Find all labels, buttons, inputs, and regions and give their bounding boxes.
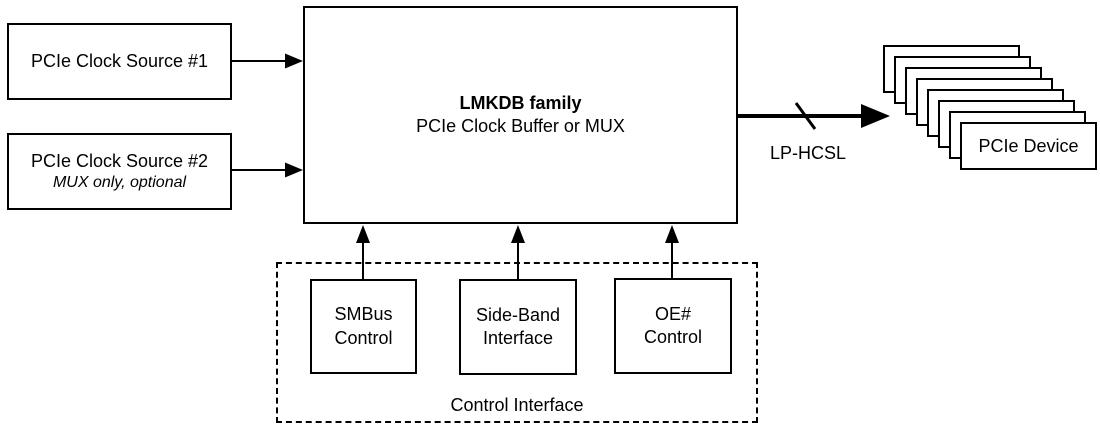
smbus-control-line1: SMBus bbox=[334, 304, 393, 325]
pcie-clock-source-2-label: PCIe Clock Source #2 bbox=[30, 150, 209, 171]
oe-control-line2: Control bbox=[643, 327, 703, 347]
bus-slash bbox=[794, 102, 817, 130]
control-interface-group bbox=[276, 262, 758, 423]
arrow-source2-to-buffer bbox=[231, 162, 303, 178]
pcie-clock-source-2-note: MUX only, optional bbox=[52, 173, 187, 191]
sideband-interface-line2: Interface bbox=[482, 328, 554, 348]
lp-hcsl-label: LP-HCSL bbox=[769, 143, 847, 163]
pcie-device-stack: PCIe Device bbox=[883, 45, 1100, 173]
oe-control-line1: OE# bbox=[654, 303, 692, 324]
arrow-source1-to-buffer bbox=[231, 53, 303, 69]
pcie-clock-source-1-box: PCIe Clock Source #1 bbox=[7, 23, 232, 100]
smbus-control-box: SMBus Control bbox=[310, 279, 417, 374]
smbus-control-line2: Control bbox=[334, 327, 393, 348]
pcie-clock-source-1-label: PCIe Clock Source #1 bbox=[30, 50, 209, 71]
lmkdb-title: LMKDB family bbox=[459, 92, 582, 113]
control-interface-label: Control Interface bbox=[450, 395, 584, 415]
sideband-interface-line1: Side-Band bbox=[475, 304, 561, 325]
pcie-device-box: PCIe Device bbox=[960, 122, 1097, 170]
oe-control-box: OE# Control bbox=[614, 278, 732, 374]
pcie-clock-source-2-box: PCIe Clock Source #2 MUX only, optional bbox=[7, 133, 232, 210]
lmkdb-subtitle: PCIe Clock Buffer or MUX bbox=[416, 116, 625, 136]
lmkdb-buffer-box: LMKDB family PCIe Clock Buffer or MUX bbox=[303, 6, 738, 224]
sideband-interface-box: Side-Band Interface bbox=[459, 279, 577, 375]
arrow-buffer-to-devices bbox=[738, 102, 890, 130]
